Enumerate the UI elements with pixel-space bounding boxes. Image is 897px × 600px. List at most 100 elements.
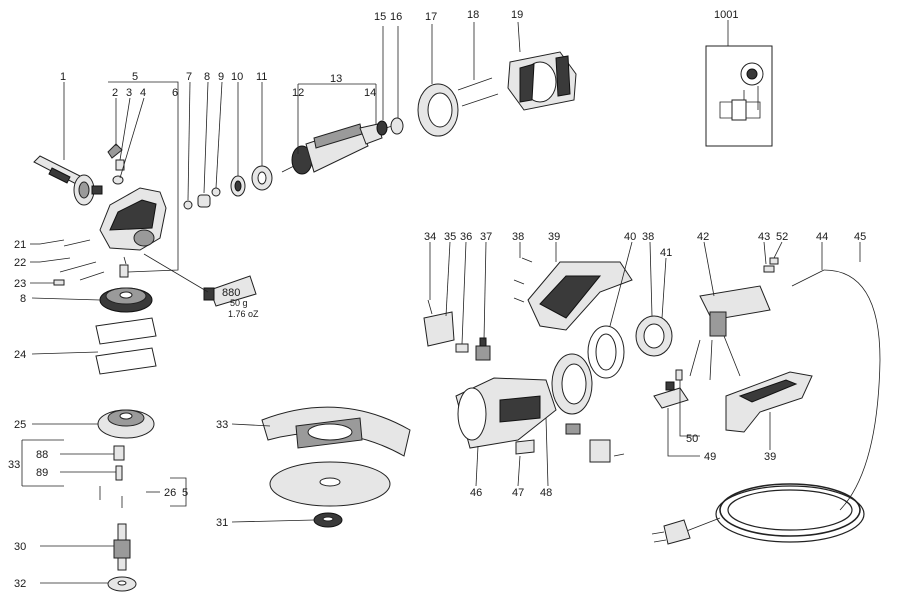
callout-12: 12 (292, 87, 304, 99)
callout-49: 49 (704, 451, 716, 463)
part-15-bearing (376, 120, 388, 136)
part-50-spring (675, 369, 683, 381)
part-47-label (515, 439, 535, 455)
side-handle (33, 155, 103, 206)
part-52-clip (769, 257, 779, 265)
callout-35: 35 (444, 231, 456, 243)
callout-33-group: 33 (8, 459, 20, 471)
callout-25: 25 (14, 419, 26, 431)
callout-41: 41 (660, 247, 672, 259)
grease-tube (203, 275, 257, 307)
callout-39-a: 39 (548, 231, 560, 243)
callout-11: 11 (256, 71, 267, 83)
part-21-screw-a (39, 239, 65, 245)
callout-38-a: 38 (512, 231, 524, 243)
callout-9: 9 (218, 71, 224, 83)
callout-50: 50 (686, 433, 698, 445)
callout-18: 18 (467, 9, 479, 21)
callout-32: 32 (14, 578, 26, 590)
part-24-gasket-b (95, 347, 157, 375)
part-41-ring (635, 315, 673, 357)
callout-40: 40 (624, 231, 636, 243)
grease-leader (143, 253, 209, 293)
part-48-fan-housing (551, 353, 593, 415)
part-34-screw (427, 299, 433, 315)
callout-89: 89 (36, 467, 48, 479)
part-cover-plate (589, 439, 611, 463)
part-33-wheel-guard (261, 406, 411, 457)
part-brush-cap (565, 423, 581, 435)
callout-7: 7 (186, 71, 192, 83)
part-22-screw-a (39, 257, 71, 263)
callout-23: 23 (14, 278, 26, 290)
callout-14: 14 (364, 87, 376, 99)
part-9-washer (211, 187, 221, 197)
callout-42: 42 (697, 231, 709, 243)
leader-lines (21, 20, 861, 584)
wiring-inset-box (705, 45, 773, 147)
callout-30: 30 (14, 541, 26, 553)
part-22-screw-b (59, 261, 97, 273)
part-39-lower-handle (725, 371, 813, 433)
part-17-ring (417, 83, 459, 137)
callout-46: 46 (470, 487, 482, 499)
part-18-screw-b (461, 93, 499, 107)
callout-39-b: 39 (764, 451, 776, 463)
part-42-switch-assembly (689, 285, 771, 381)
part-46-motor-housing (455, 377, 557, 449)
grease-label: 880 (222, 287, 240, 299)
callout-43: 43 (758, 231, 770, 243)
callout-numbers: 1 2 3 4 5 6 7 8 9 10 11 12 13 14 15 16 1… (8, 9, 866, 590)
callout-36: 36 (460, 231, 472, 243)
callout-6: 6 (172, 87, 178, 99)
callout-10: 10 (231, 71, 243, 83)
part-cover-screw (613, 453, 625, 457)
part-32-nut (107, 576, 137, 592)
armature (281, 123, 393, 175)
part-10-bearing (230, 175, 246, 197)
part-39-handle-shell (527, 261, 633, 331)
part-40-gasket (587, 325, 625, 379)
part-23-pin (53, 279, 65, 286)
part-22-screw-c (79, 271, 105, 281)
part-88-bearing (113, 445, 125, 461)
grease-weight-oz: 1.76 oZ (228, 309, 259, 319)
callout-33-guard: 33 (216, 419, 228, 431)
callout-17: 17 (425, 11, 437, 23)
part-38-screw-b (513, 297, 525, 303)
callout-44: 44 (816, 231, 828, 243)
callout-8: 8 (204, 71, 210, 83)
part-25-flange (97, 409, 155, 439)
callout-37: 37 (480, 231, 492, 243)
part-30-spindle (113, 523, 131, 571)
callout-5: 5 (132, 71, 138, 83)
part-35-plate (423, 311, 455, 347)
callout-5-group: 5 (182, 487, 188, 499)
part-38-screw-a (513, 279, 525, 285)
part-8-pinion (197, 194, 211, 208)
part-2-lever (107, 143, 123, 159)
callout-45: 45 (854, 231, 866, 243)
part-43-clip (763, 265, 775, 273)
callout-19: 19 (511, 9, 523, 21)
part-4-cap (112, 175, 124, 185)
part-49-switch-slider (653, 381, 689, 409)
part-8-gear (99, 287, 153, 313)
part-16-ring (390, 117, 404, 135)
callout-16: 16 (390, 11, 402, 23)
part-24-gasket-a (95, 317, 157, 345)
callout-4: 4 (140, 87, 146, 99)
callout-21: 21 (14, 239, 26, 251)
callout-34: 34 (424, 231, 436, 243)
callout-26: 26 (164, 487, 176, 499)
callout-1001: 1001 (714, 9, 738, 21)
callout-15: 15 (374, 11, 386, 23)
part-18-screw-a (457, 77, 493, 91)
grease-weight-g: 50 g (230, 298, 248, 308)
callout-8-gear: 8 (20, 293, 26, 305)
part-37-brush-holder (475, 337, 491, 361)
callout-38-b: 38 (642, 231, 654, 243)
part-19-stator (507, 51, 577, 111)
callout-1: 1 (60, 71, 66, 83)
